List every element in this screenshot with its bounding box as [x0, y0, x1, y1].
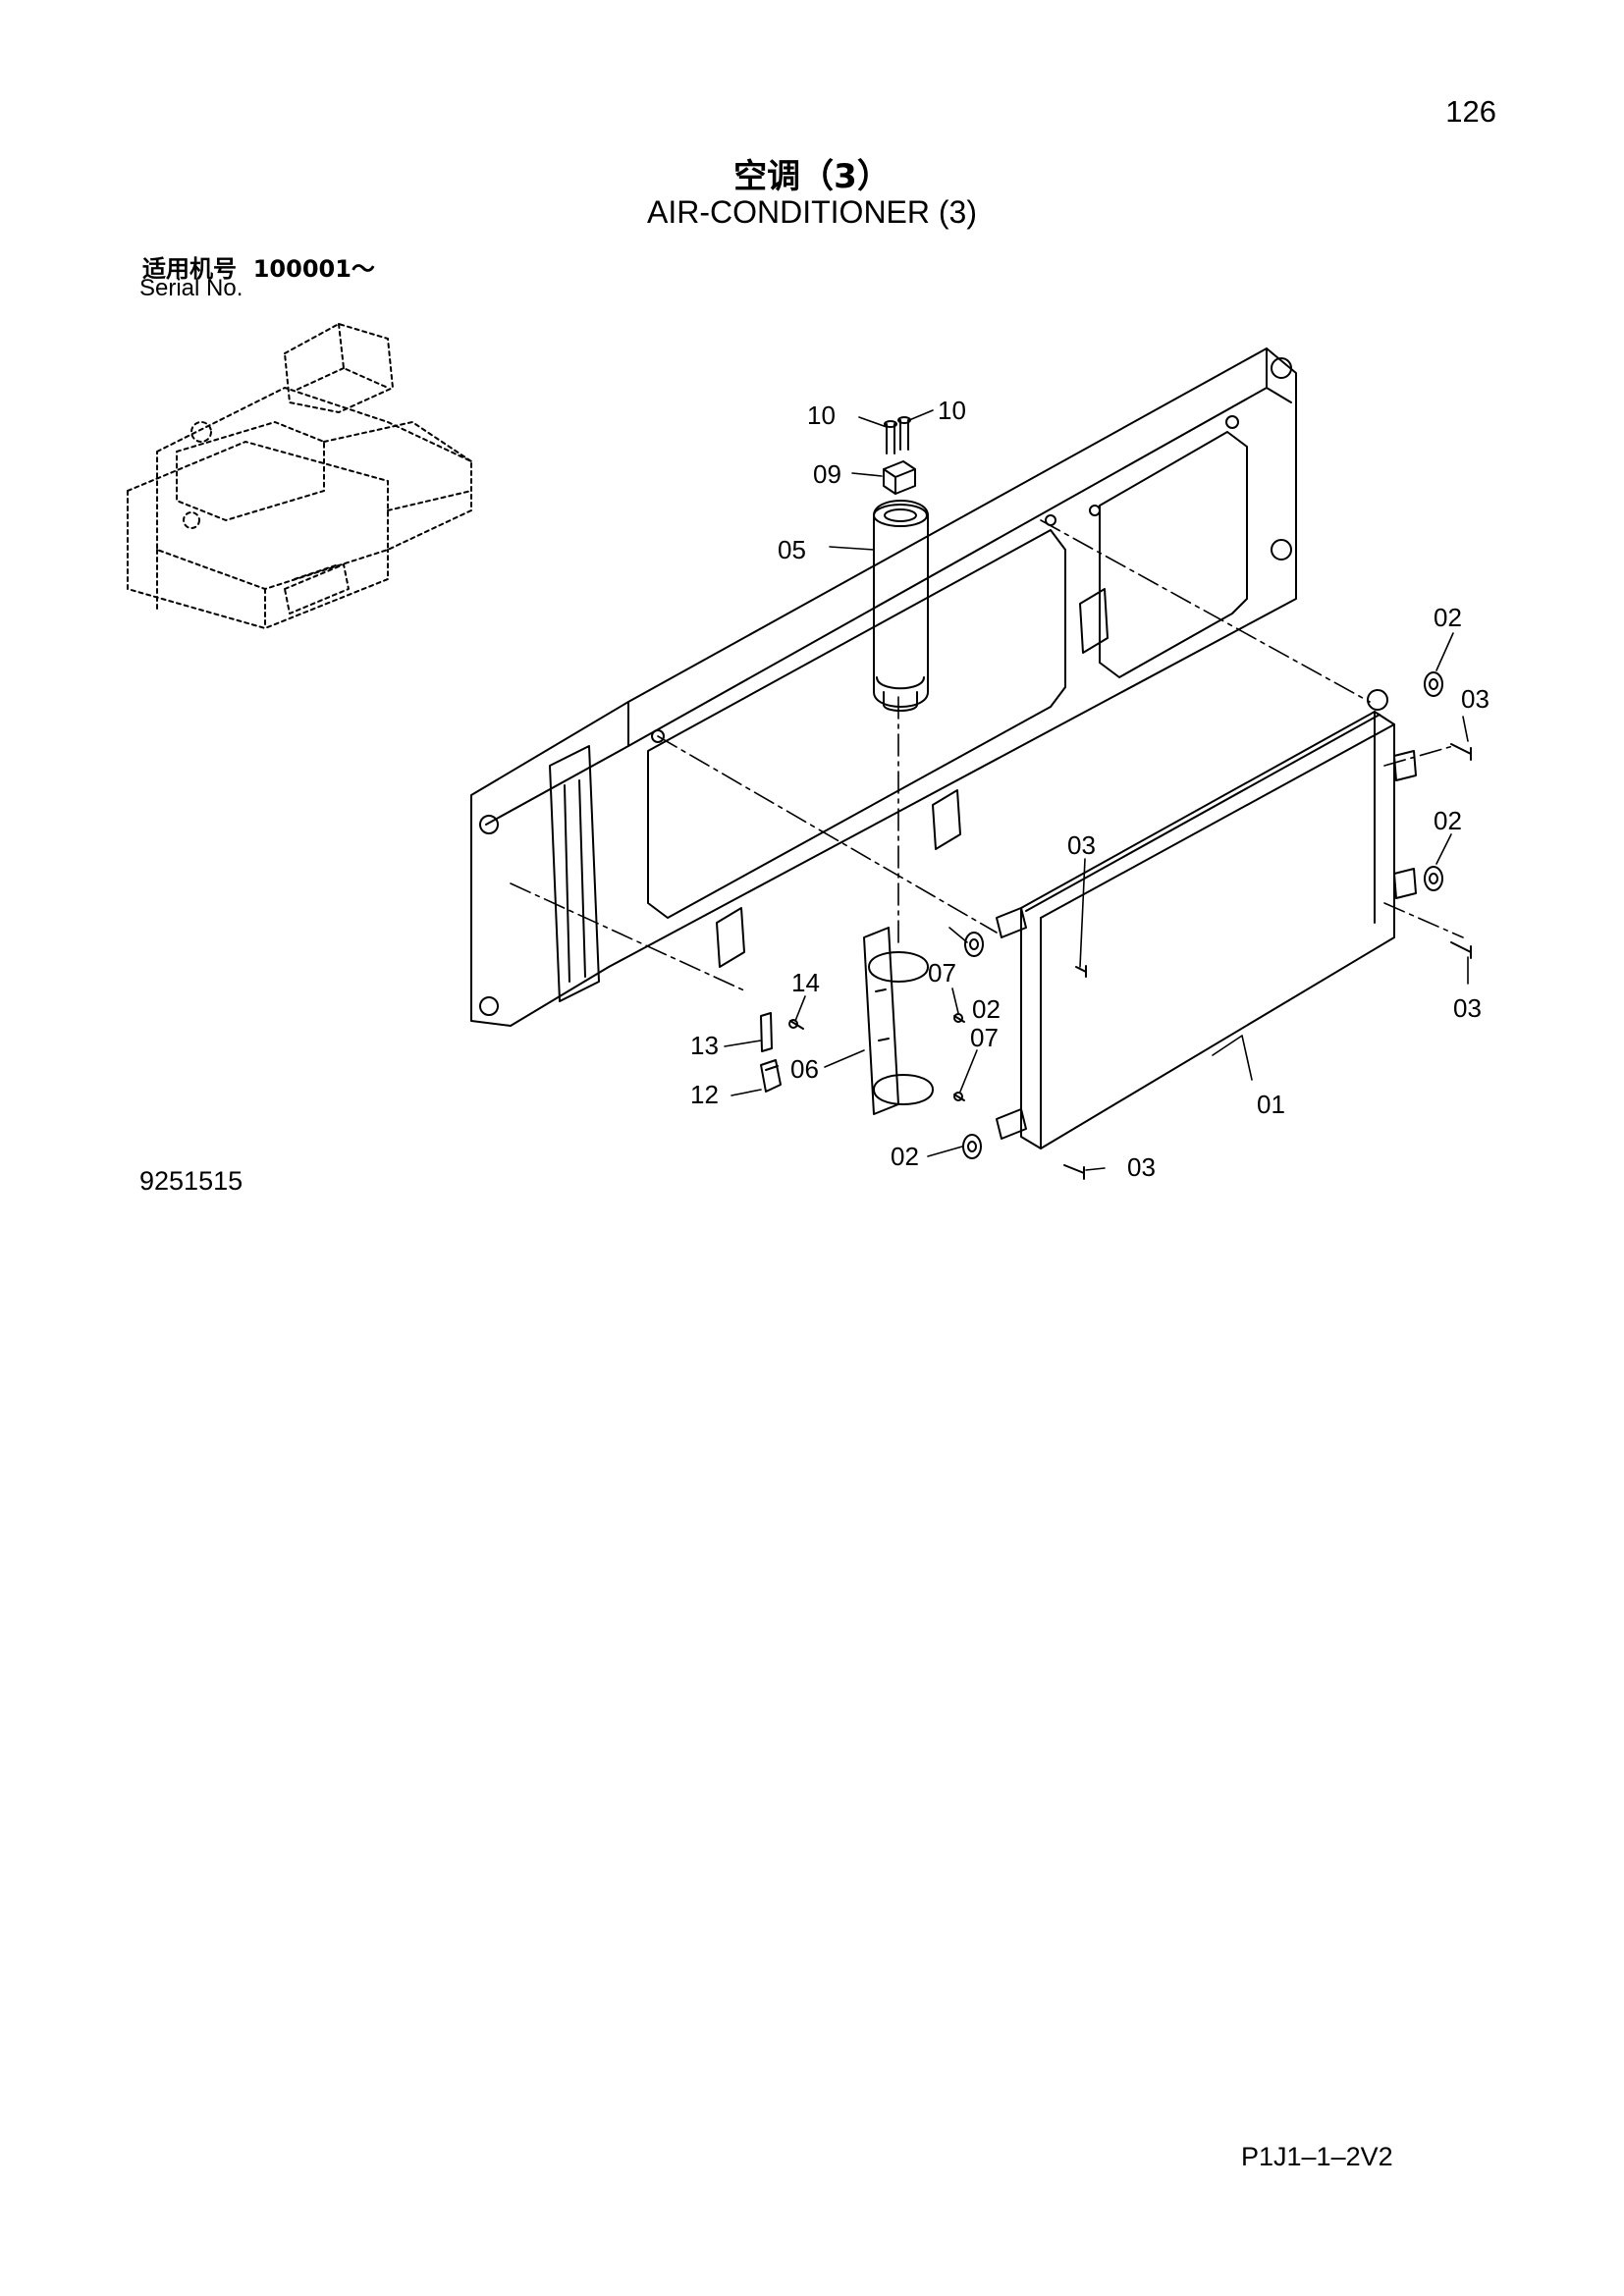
callout-07-lower: 07 [970, 1023, 999, 1052]
callout-05: 05 [778, 535, 806, 564]
callout-03-bottom: 03 [1127, 1152, 1156, 1182]
callout-03-top-right: 03 [1461, 684, 1489, 714]
serial-label-english: Serial No. [139, 275, 244, 301]
drawing-number: 9251515 [139, 1166, 244, 1196]
assembly-centerlines [510, 519, 1464, 992]
callout-02-center: 02 [972, 994, 1001, 1024]
callout-12: 12 [690, 1080, 719, 1109]
mounting-frame [470, 347, 1297, 1027]
mounting-block [883, 460, 916, 495]
callout-10-right: 10 [938, 396, 966, 425]
page-title-english: AIR-CONDITIONER (3) [647, 194, 977, 230]
callout-10-left: 10 [807, 400, 836, 430]
machine-location-thumbnail [127, 323, 472, 629]
page-number: 126 [1445, 94, 1496, 129]
bushings-02 [962, 671, 1443, 1159]
bolts-07 [953, 1013, 965, 1101]
callout-13: 13 [690, 1031, 719, 1060]
callout-02-bottom: 02 [891, 1142, 919, 1171]
callout-01: 01 [1257, 1090, 1285, 1119]
callout-02-mid-right: 02 [1434, 806, 1462, 835]
band-bracket [863, 927, 934, 1115]
bolts-10 [884, 416, 911, 454]
serial-range-line: 适用机号 100001～ [142, 249, 375, 284]
bolts-03 [1063, 743, 1472, 1180]
condenser-core [996, 689, 1417, 1149]
callout-03-center: 03 [1067, 830, 1096, 860]
callout-14: 14 [791, 968, 820, 997]
callout-06: 06 [790, 1054, 819, 1084]
page-code: P1J1–1–2V2 [1241, 2142, 1393, 2171]
exploded-parts-diagram: 01 02 02 02 02 03 03 03 03 05 06 07 07 0… [127, 323, 1489, 1182]
callout-09: 09 [813, 459, 841, 489]
serial-range: 100001～ [252, 255, 375, 283]
clip-12 [760, 1059, 782, 1093]
callout-leaders [724, 409, 1469, 1171]
page-title-chinese: 空调（3） [733, 157, 891, 196]
receiver-dryer [873, 500, 929, 712]
callout-03-bottom-right: 03 [1453, 993, 1482, 1023]
callout-02-top-right: 02 [1434, 603, 1462, 632]
bolt-14 [788, 1019, 804, 1030]
callout-07-upper: 07 [928, 958, 956, 988]
serial-label-chinese: 适用机号 [142, 255, 237, 283]
clip-13 [760, 1012, 773, 1052]
